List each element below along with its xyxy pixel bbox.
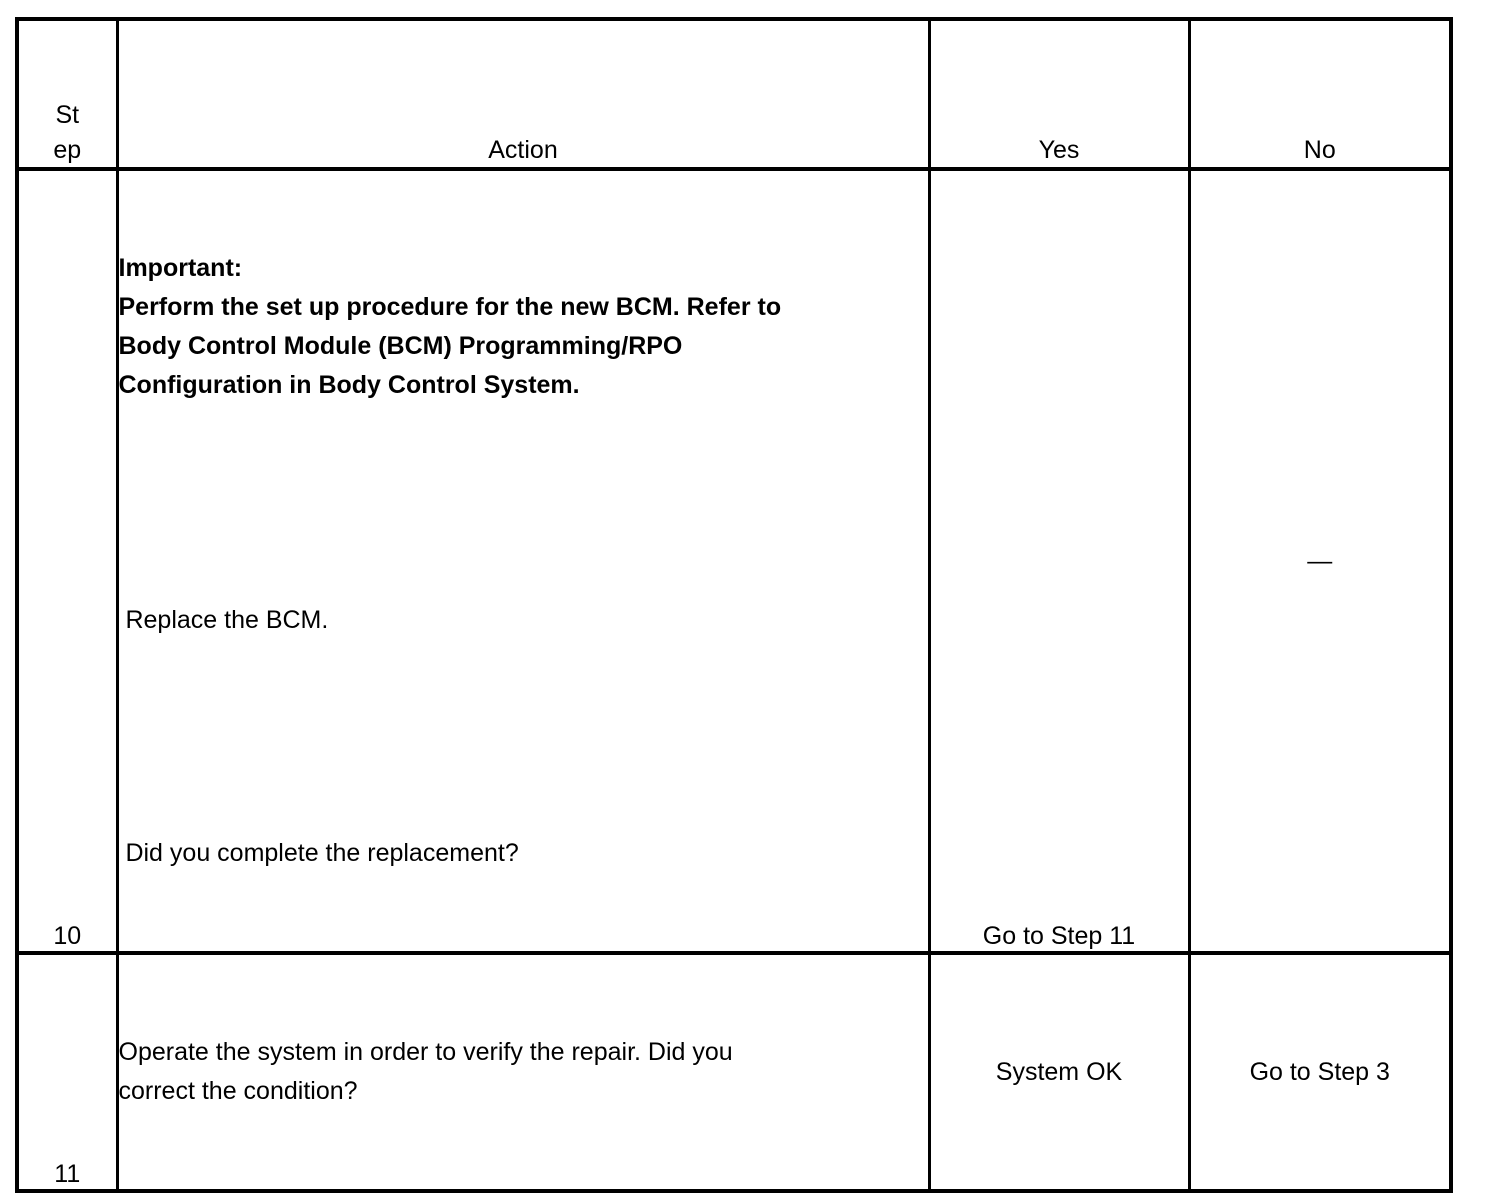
column-header-no: No <box>1187 17 1453 171</box>
column-header-yes: Yes <box>927 17 1191 171</box>
no-result-cell[interactable]: Go to Step 3 <box>1187 951 1453 1193</box>
step-number: 10 <box>53 922 82 950</box>
diagnostic-procedure-table: St ep Action Yes No 10 Important: Perfor… <box>15 17 1453 1193</box>
document-page: St ep Action Yes No 10 Important: Perfor… <box>15 17 1453 1193</box>
spacer <box>119 718 928 756</box>
table-row: 10 Important: Perform the set up procedu… <box>15 167 1453 955</box>
column-header-step-line2: ep <box>53 135 82 164</box>
action-cell: Important: Perform the set up procedure … <box>115 167 931 955</box>
step-number-cell: 11 <box>15 951 119 1193</box>
no-result-cell: — <box>1187 167 1453 955</box>
column-header-step: St ep <box>15 17 119 171</box>
spacer <box>119 483 928 523</box>
step-number: 11 <box>54 1160 81 1188</box>
table-row: 11 Operate the system in order to verify… <box>15 951 1453 1193</box>
action-instruction: Operate the system in order to verify th… <box>118 1038 733 1105</box>
yes-result-cell[interactable]: Go to Step 11 <box>927 167 1191 955</box>
column-header-step-line1: St <box>55 101 80 129</box>
step-number-cell: 10 <box>15 167 119 955</box>
action-cell: Operate the system in order to verify th… <box>115 951 931 1193</box>
action-instruction: Replace the BCM. <box>118 606 329 634</box>
table-header-row: St ep Action Yes No <box>15 17 1453 171</box>
action-important-note: Important: Perform the set up procedure … <box>118 254 782 399</box>
action-question: Did you complete the replacement? <box>118 839 519 867</box>
column-header-action: Action <box>115 17 931 171</box>
yes-result-cell[interactable]: System OK <box>927 951 1191 1193</box>
